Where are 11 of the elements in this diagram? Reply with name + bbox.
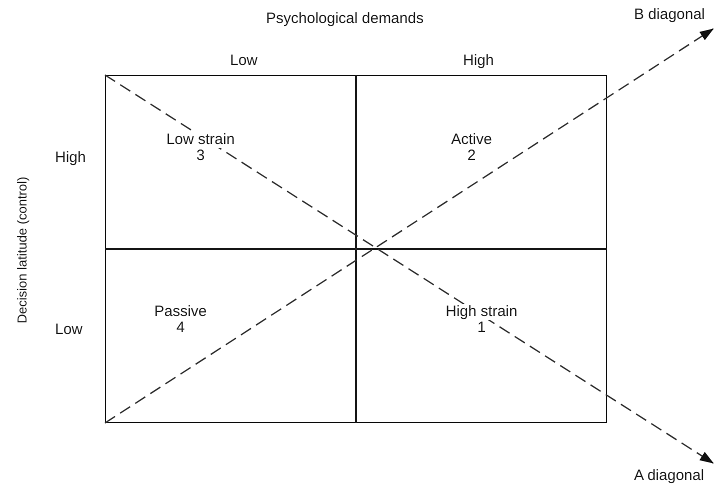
quadrant-cell [356, 249, 607, 423]
axis-level-label: High [55, 149, 86, 166]
quadrant-cell [105, 75, 356, 249]
axis-title: Psychological demands [266, 10, 424, 27]
quadrant-cell [105, 249, 356, 423]
quadrant-label: High strain [444, 304, 520, 320]
quadrant-cell [356, 75, 607, 249]
diagonal-label: A diagonal [634, 467, 704, 484]
axis-title: Decision latitude (control) [14, 176, 30, 324]
diagonal-label: B diagonal [634, 6, 705, 23]
axis-level-label: High [463, 52, 494, 69]
